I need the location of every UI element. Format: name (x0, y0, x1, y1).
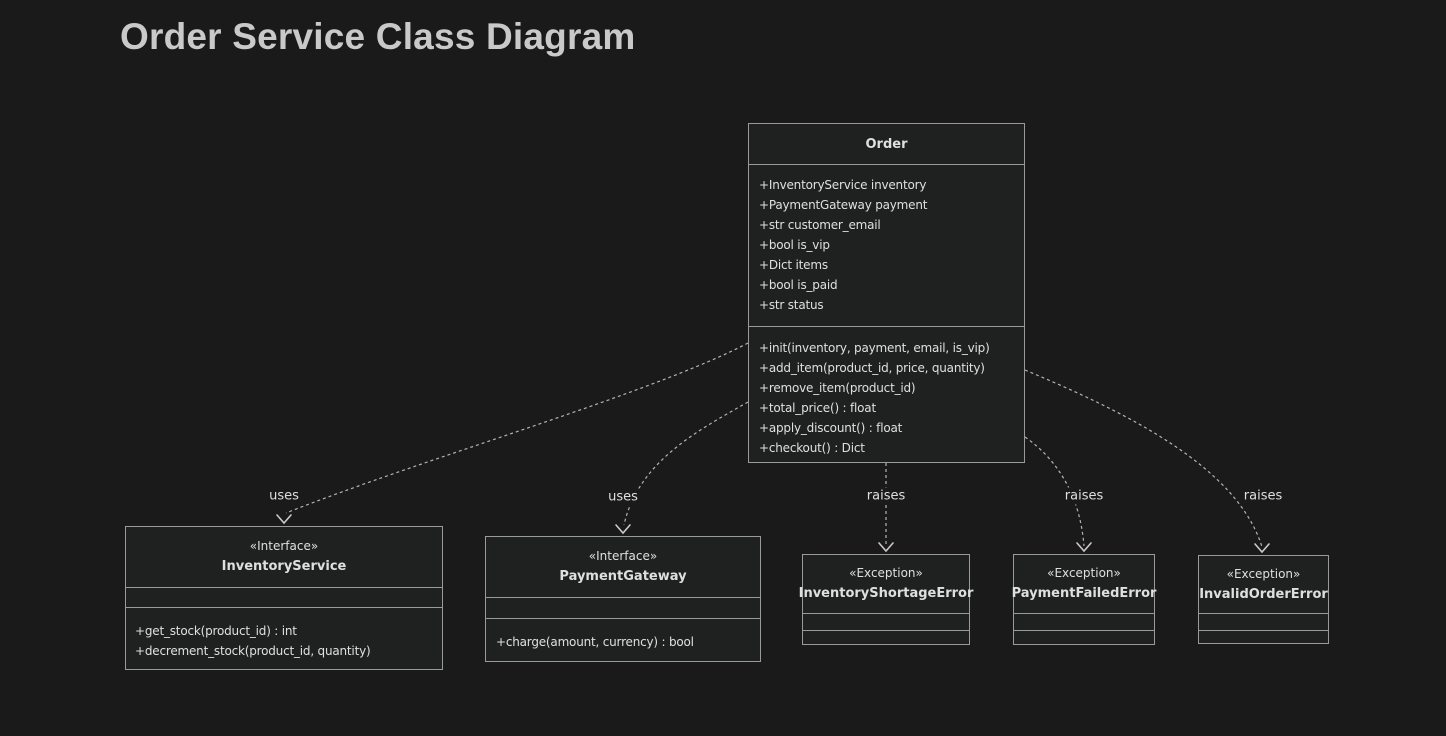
class-method: +add_item(product_id, price, quantity) (759, 361, 985, 375)
class-attribute: +PaymentGateway payment (759, 198, 928, 212)
class-attribute: +str status (759, 298, 824, 312)
arrowhead-icon (878, 542, 894, 553)
class-attribute: +bool is_vip (759, 238, 830, 252)
class-name: InventoryShortageError (798, 586, 974, 601)
attributes-section (486, 597, 760, 618)
methods-section (803, 630, 969, 644)
class-stereotype: «Exception» (849, 566, 923, 580)
edge-label-raises-shortage: raises (862, 487, 910, 505)
class-method: +init(inventory, payment, email, is_vip) (759, 341, 990, 355)
class-stereotype: «Interface» (588, 549, 658, 563)
arrowhead-icon (276, 514, 292, 525)
class-attribute: +InventoryService inventory (759, 178, 927, 192)
methods-section (1014, 630, 1154, 644)
class-attribute: +bool is_paid (759, 278, 838, 292)
edge-raises-payment-failed-error (1024, 436, 1085, 547)
class-name: Order (865, 136, 908, 152)
arrowhead-icon (1254, 543, 1270, 554)
class-stereotype: «Exception» (1047, 566, 1121, 580)
edge-label-raises-payment-failed: raises (1060, 487, 1108, 505)
attributes-section (803, 613, 969, 630)
class-method: +remove_item(product_id) (759, 381, 916, 395)
class-payment-gateway: «Interface» PaymentGateway +charge(amoun… (485, 536, 761, 662)
arrowhead-icon (615, 524, 631, 535)
attributes-section: +InventoryService inventory +PaymentGate… (749, 164, 1024, 326)
edge-label-uses-inventory: uses (265, 487, 303, 505)
class-name: InvalidOrderError (1199, 586, 1328, 602)
class-order: Order +InventoryService inventory +Payme… (748, 123, 1025, 463)
edge-label-raises-invalid-order: raises (1239, 487, 1287, 505)
class-inventory-service: «Interface» InventoryService +get_stock(… (125, 526, 443, 670)
attributes-section (1199, 613, 1328, 630)
methods-section (1199, 630, 1328, 643)
edge-uses-inventory-service (285, 342, 749, 514)
attributes-section (1014, 613, 1154, 630)
arrowhead-icon (1076, 542, 1092, 553)
class-payment-failed-error: «Exception» PaymentFailedError (1011, 554, 1157, 645)
edge-raises-invalid-order-error (1024, 369, 1263, 548)
class-method: +charge(amount, currency) : bool (496, 635, 694, 649)
class-stereotype: «Exception» (1226, 566, 1301, 581)
edge-label-uses-payment: uses (604, 488, 642, 506)
class-invalid-order-error: «Exception» InvalidOrderError (1198, 555, 1329, 644)
class-name: InventoryService (221, 559, 347, 574)
class-name: PaymentGateway (559, 569, 687, 584)
attributes-section (126, 587, 442, 607)
methods-section: +init(inventory, payment, email, is_vip)… (749, 326, 1024, 462)
class-inventory-shortage-error: «Exception» InventoryShortageError (799, 554, 973, 645)
class-method: +get_stock(product_id) : int (135, 624, 297, 638)
class-attribute: +Dict items (759, 258, 828, 272)
class-stereotype: «Interface» (249, 539, 319, 553)
class-attribute: +str customer_email (759, 218, 881, 232)
class-method: +decrement_stock(product_id, quantity) (135, 644, 371, 658)
edge-uses-payment-gateway (623, 401, 749, 526)
class-method: +apply_discount() : float (759, 421, 903, 435)
methods-section: +get_stock(product_id) : int +decrement_… (126, 607, 442, 669)
class-method: +total_price() : float (759, 401, 876, 415)
class-method: +checkout() : Dict (759, 441, 865, 455)
page-title: Order Service Class Diagram (120, 16, 636, 57)
methods-section: +charge(amount, currency) : bool (486, 618, 760, 661)
class-name: PaymentFailedError (1011, 586, 1157, 601)
